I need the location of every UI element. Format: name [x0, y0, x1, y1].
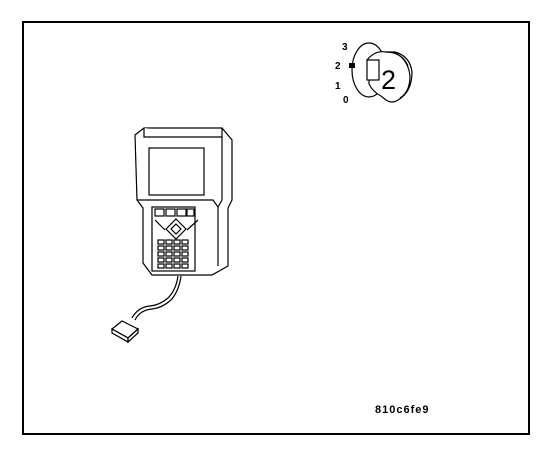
key-number-label: 2	[381, 65, 396, 95]
diagram-frame	[22, 21, 530, 435]
position-label-1: 1	[335, 81, 341, 92]
reference-code: 810c6fe9	[375, 404, 430, 416]
handheld-tester-icon	[110, 127, 233, 344]
ignition-key-icon: 3 2 1 0 2	[335, 42, 413, 106]
position-label-0: 0	[343, 95, 349, 106]
tester-screen	[148, 147, 205, 196]
diagnostic-connector	[110, 320, 140, 344]
tester-cable	[131, 275, 179, 319]
position-label-2: 2	[335, 61, 341, 72]
position-label-3: 3	[342, 42, 348, 53]
key-blade-slot	[366, 59, 380, 81]
position-marker	[349, 63, 355, 68]
